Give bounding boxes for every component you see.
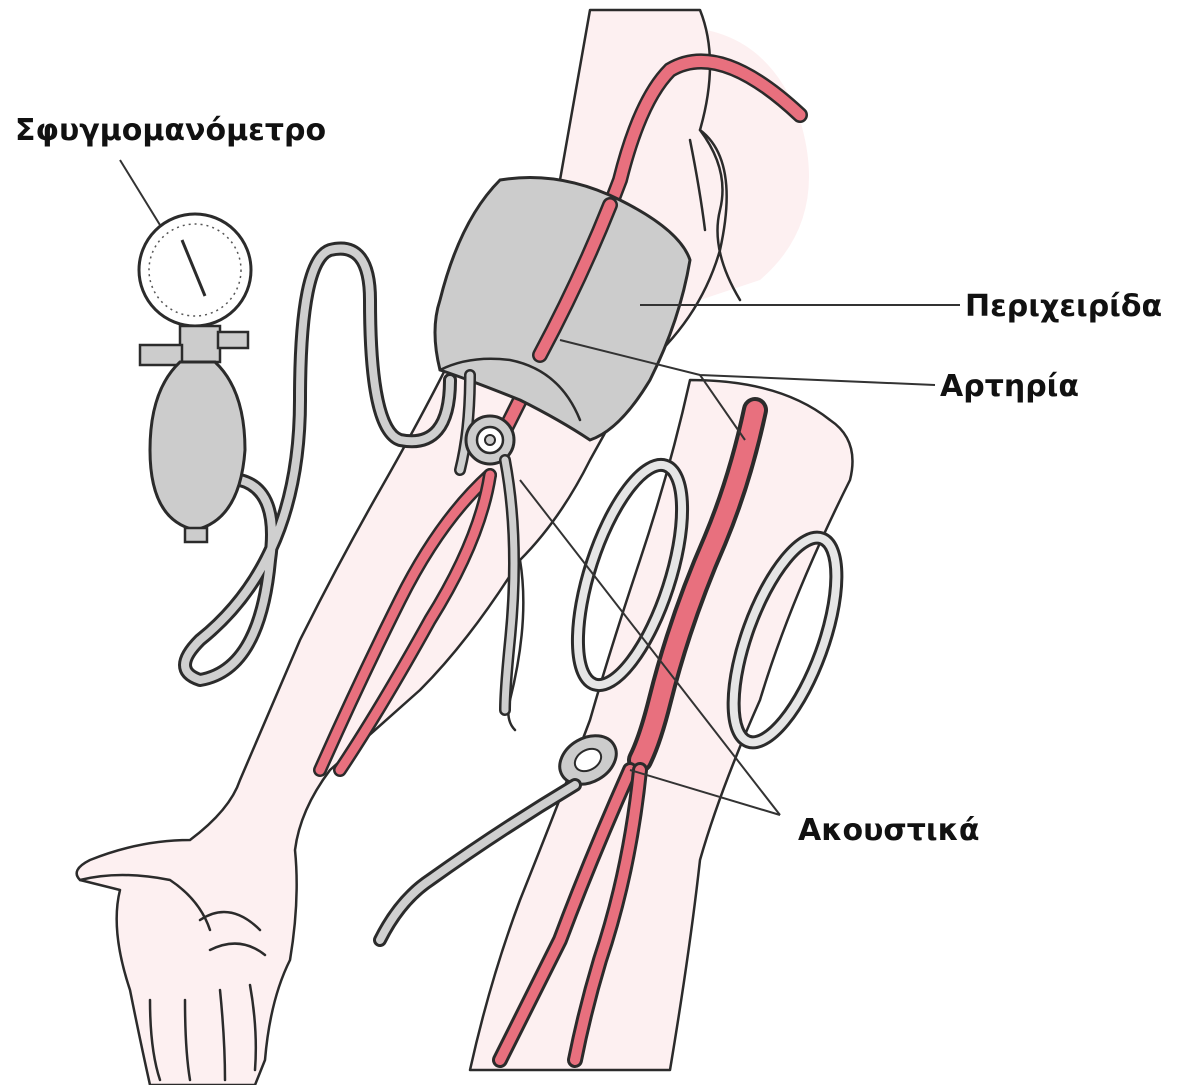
label-cuff: Περιχειρίδα (965, 289, 1162, 324)
label-sphygmomanometer: Σφυγμομανόμετρο (15, 113, 326, 148)
inflation-bulb-icon (150, 362, 245, 542)
label-sounds: Ακουστικά (798, 813, 980, 848)
leader-sphygmomanometer (120, 160, 160, 225)
label-artery: Αρτηρία (940, 369, 1079, 404)
pressure-gauge-icon (139, 214, 251, 365)
